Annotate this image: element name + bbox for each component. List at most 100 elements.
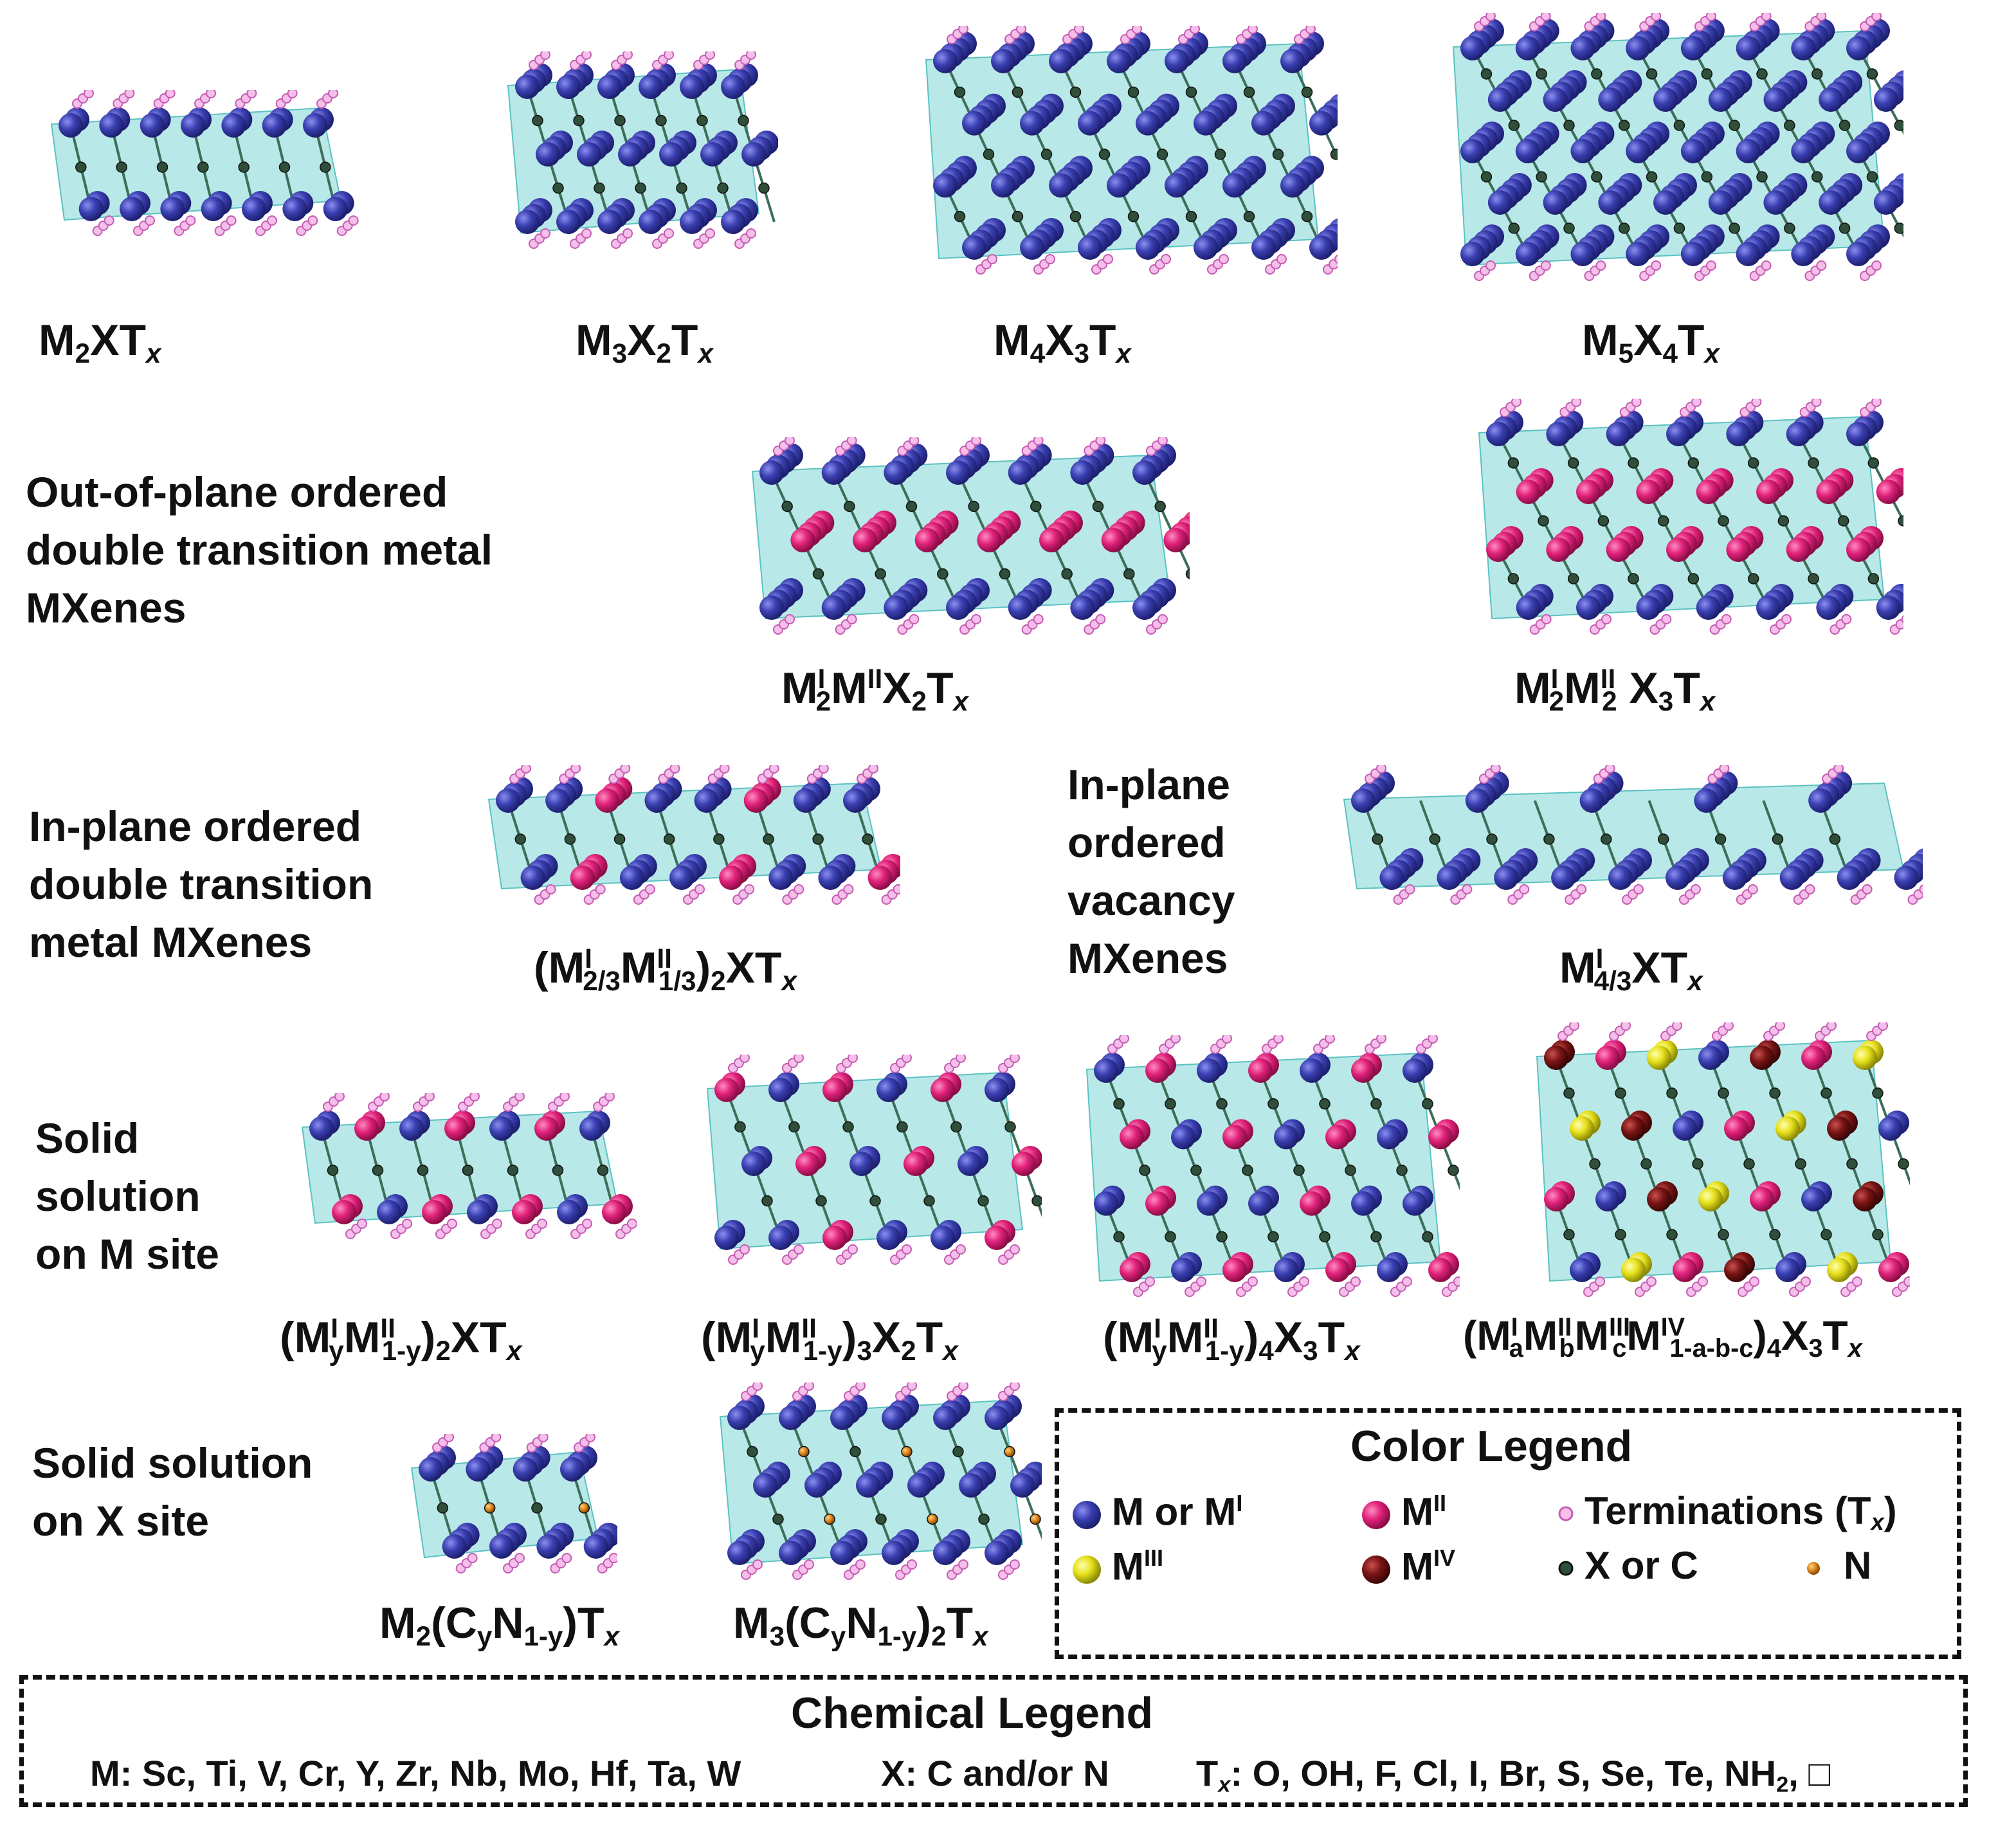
m2-atom [1120, 1125, 1144, 1150]
x-atom [1646, 68, 1658, 80]
x-atom [1004, 1121, 1016, 1133]
structure-ss-x-m2 [410, 1434, 617, 1574]
x-atom [1894, 222, 1903, 234]
m2-atom [332, 1200, 356, 1224]
m-atom [1779, 866, 1804, 890]
x-atom [1628, 573, 1639, 585]
m-atom [1197, 1058, 1221, 1083]
m2-atom [743, 788, 768, 813]
x-atom [952, 1446, 964, 1458]
m-atom [1020, 111, 1044, 136]
m-atom [1377, 1258, 1401, 1282]
x-atom [1597, 515, 1610, 527]
x-atom [1866, 171, 1878, 183]
m2-atom [1248, 1058, 1273, 1083]
x-atom [1031, 1195, 1042, 1207]
m2-atom [867, 866, 893, 890]
m-atom [515, 75, 540, 99]
m-atom [496, 788, 520, 813]
m-atom [1816, 595, 1841, 620]
x-atom [1139, 1165, 1150, 1176]
x-atom [1898, 1158, 1909, 1170]
octahedra-slab [1085, 1052, 1442, 1282]
x-atom [1040, 149, 1053, 160]
x-atom [1272, 149, 1284, 160]
x-atom [1069, 86, 1082, 98]
x-atom [869, 1195, 881, 1207]
m2-atom [1039, 528, 1064, 552]
structure-m5x4 [1452, 13, 1903, 281]
m2-atom [853, 528, 877, 552]
x-atom [1756, 68, 1768, 80]
dark-red-sphere-icon [1362, 1555, 1390, 1584]
formula-ip-dtm: (MI2/3MII1/3)2XTx [534, 943, 797, 996]
m-atom [1726, 422, 1751, 446]
m3-atom [1827, 1258, 1851, 1282]
m-atom [759, 595, 784, 620]
x-atom [531, 1502, 543, 1514]
m-atom [1309, 235, 1334, 260]
m-atom [753, 1473, 777, 1498]
m-atom [1403, 1191, 1427, 1216]
x-atom [462, 1165, 474, 1176]
m-atom [1756, 595, 1781, 620]
x-atom [1330, 149, 1338, 160]
x-atom [197, 161, 209, 173]
x-atom [1795, 1158, 1806, 1170]
color-legend-title: Color Legend [1350, 1422, 1633, 1471]
m-atom [1606, 422, 1631, 446]
x-atom [1872, 1229, 1884, 1240]
m-atom [821, 460, 846, 485]
m-atom [1107, 173, 1131, 198]
m4-atom [1647, 1187, 1671, 1211]
x-atom [1243, 210, 1255, 222]
m3-atom [1647, 1046, 1671, 1070]
m2-atom [1576, 480, 1601, 504]
x-atom [1536, 171, 1547, 183]
m-atom [1680, 36, 1705, 60]
m-atom [1570, 242, 1595, 266]
x-atom [1867, 573, 1880, 585]
n-atom [1004, 1446, 1015, 1458]
m-atom [489, 1116, 514, 1141]
m-atom [221, 113, 246, 138]
formula-m5x4tx: M5X4Tx [1582, 316, 1720, 368]
x-atom [1718, 1087, 1729, 1099]
m-atom [1786, 422, 1811, 446]
x-atom [1666, 1087, 1678, 1099]
m-atom [1626, 242, 1651, 266]
structure-ip-vacancy [1343, 765, 1923, 905]
m-atom [1570, 1258, 1594, 1282]
m-atom [991, 49, 1015, 73]
m2-atom [1606, 538, 1631, 562]
x-atom [1507, 457, 1520, 469]
x-atom [849, 1446, 861, 1458]
m-atom [768, 1078, 793, 1102]
x-atom [1098, 149, 1111, 160]
x-atom [1811, 171, 1823, 183]
x-atom [1640, 1158, 1652, 1170]
m2-atom [1012, 1152, 1036, 1176]
m-atom [1165, 173, 1189, 198]
x-atom [1563, 1087, 1575, 1099]
m-atom [242, 197, 266, 221]
x-atom [1563, 120, 1575, 131]
m-atom [1791, 139, 1816, 163]
m-atom [741, 142, 766, 167]
m-atom [557, 1200, 581, 1224]
x-atom [613, 833, 626, 845]
m4-atom [1853, 1187, 1877, 1211]
x-atom [1618, 222, 1630, 234]
m2-atom [1163, 528, 1188, 552]
x-atom [1898, 515, 1903, 527]
m-atom [520, 866, 545, 890]
x-atom [1743, 1158, 1755, 1170]
x-atom [1839, 222, 1851, 234]
x-atom [1012, 86, 1024, 98]
m4-atom [1827, 1116, 1851, 1141]
m2-atom [354, 1116, 379, 1141]
m2-atom [1546, 538, 1571, 562]
x-atom [1185, 86, 1197, 98]
m-atom [1626, 139, 1651, 163]
m-atom [1107, 49, 1131, 73]
